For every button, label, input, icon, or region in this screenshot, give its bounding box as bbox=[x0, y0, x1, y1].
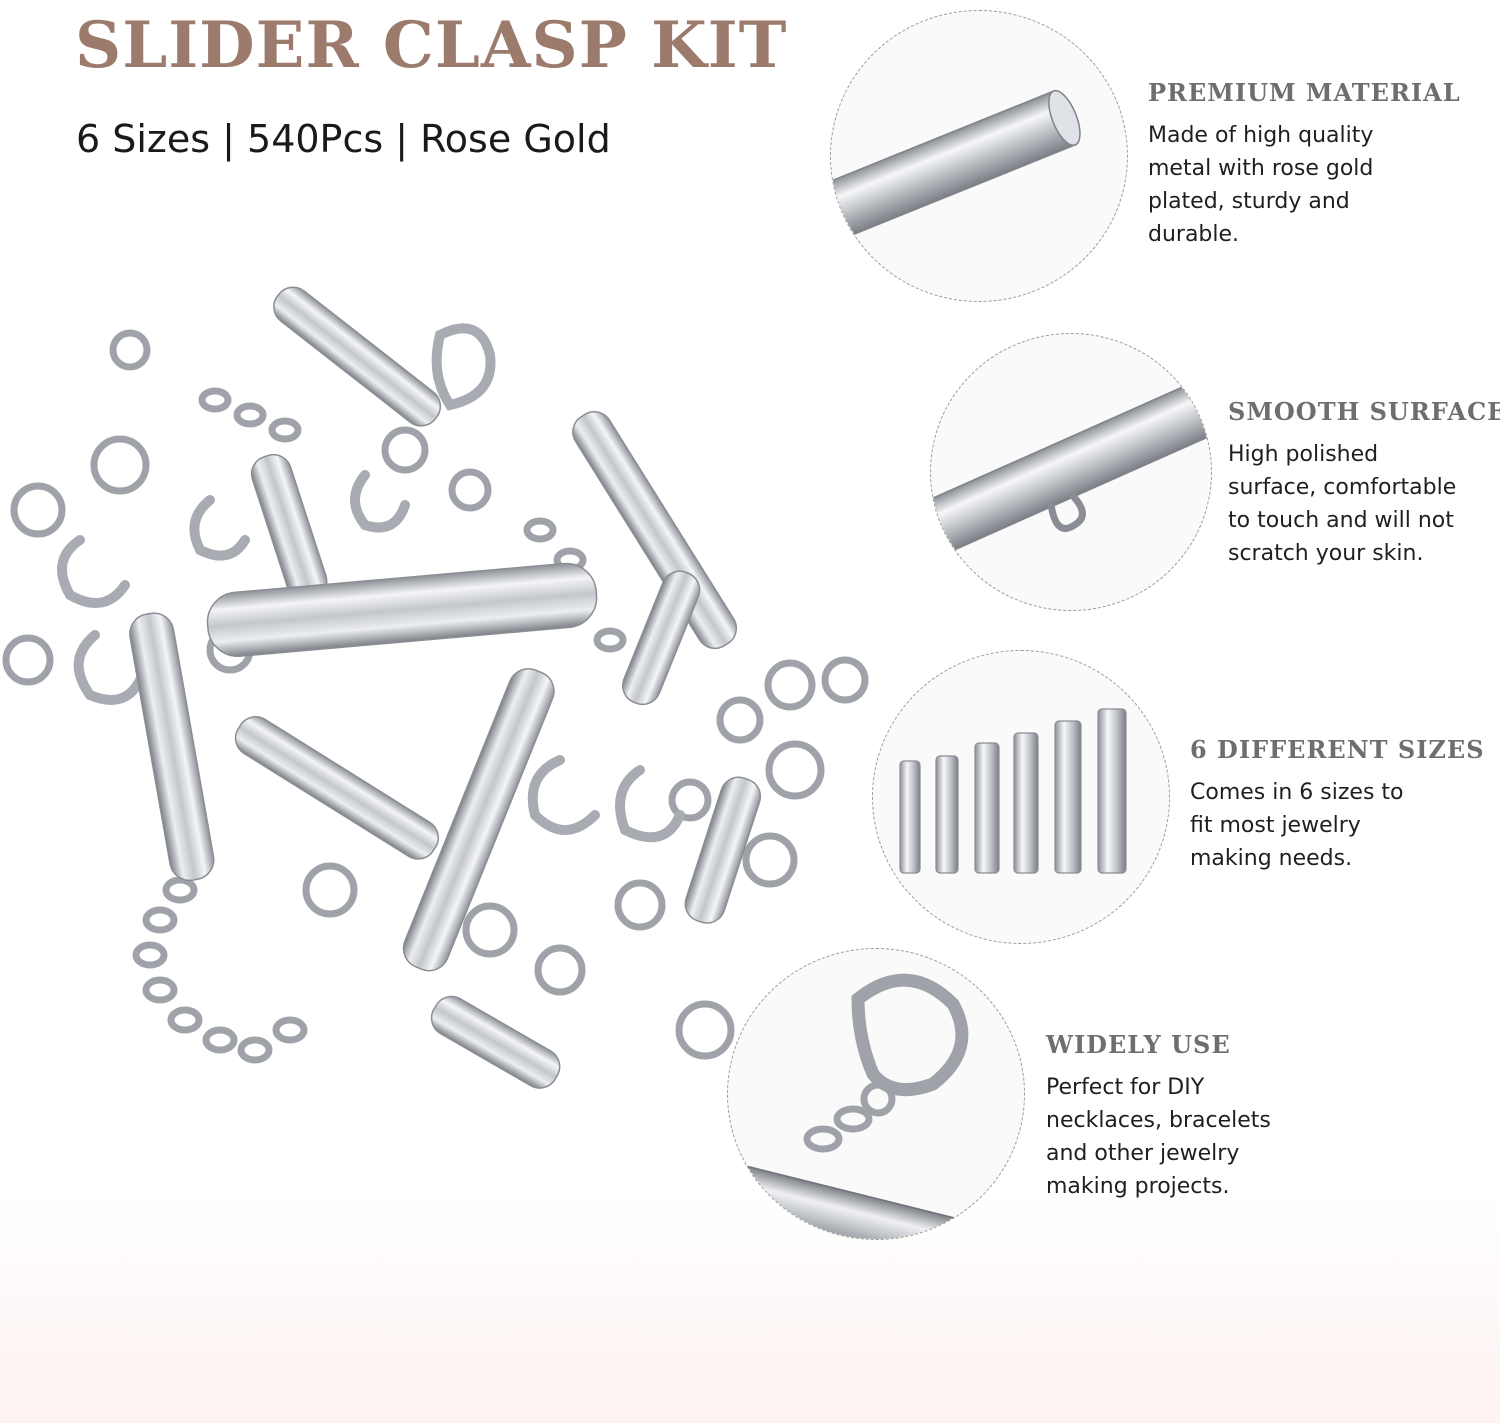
feature-premium-material: PREMIUM MATERIAL Made of high quality me… bbox=[1148, 78, 1461, 251]
different-sizes-image bbox=[872, 650, 1170, 944]
feature-widely-use: WIDELY USE Perfect for DIY necklaces, br… bbox=[1046, 1030, 1271, 1203]
feature-description: High polished surface, comfortable to to… bbox=[1228, 442, 1457, 566]
premium-material-image bbox=[830, 10, 1128, 302]
widely-use-image bbox=[727, 948, 1025, 1240]
feature-heading: WIDELY USE bbox=[1046, 1030, 1231, 1059]
feature-different-sizes: 6 DIFFERENT SIZES Comes in 6 sizes to fi… bbox=[1190, 735, 1485, 875]
page-title: SLIDER CLASP KIT bbox=[75, 8, 788, 83]
feature-heading: 6 DIFFERENT SIZES bbox=[1190, 735, 1485, 764]
feature-smooth-surface: SMOOTH SURFACE High polished surface, co… bbox=[1228, 397, 1500, 570]
feature-description: Comes in 6 sizes to fit most jewelry mak… bbox=[1190, 780, 1404, 871]
feature-heading: PREMIUM MATERIAL bbox=[1148, 78, 1461, 107]
lobster-clasp-icon bbox=[728, 973, 972, 1239]
page-subtitle: 6 Sizes | 540Pcs | Rose Gold bbox=[76, 117, 611, 161]
background-tint bbox=[0, 1193, 1500, 1423]
six-tubes-icon bbox=[899, 708, 1127, 874]
feature-description: Perfect for DIY necklaces, bracelets and… bbox=[1046, 1075, 1271, 1199]
smooth-surface-image bbox=[930, 333, 1212, 611]
feature-heading: SMOOTH SURFACE bbox=[1228, 397, 1500, 426]
tube-end-icon bbox=[831, 89, 1081, 240]
product-pile-image bbox=[2, 286, 869, 1089]
feature-description: Made of high quality metal with rose gol… bbox=[1148, 123, 1374, 247]
tube-loop-icon bbox=[931, 375, 1211, 560]
